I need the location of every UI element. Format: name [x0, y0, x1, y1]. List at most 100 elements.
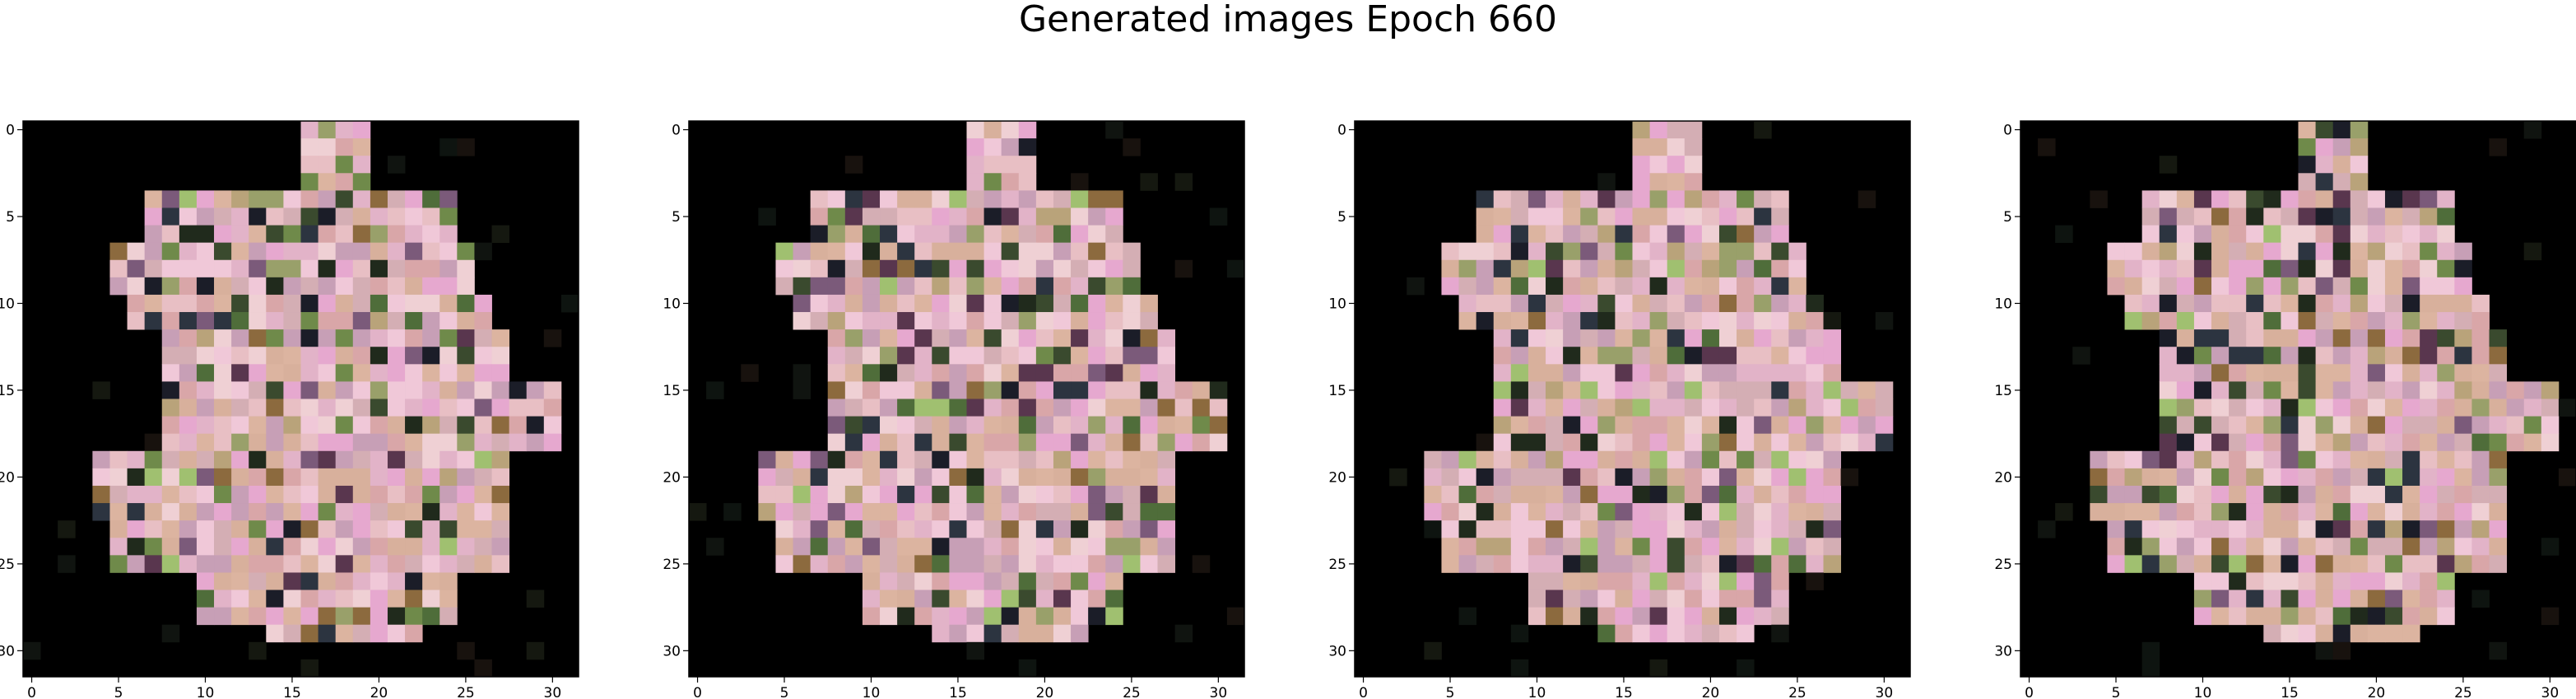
image-pixel [897, 259, 915, 278]
image-pixel [1088, 589, 1106, 608]
image-pixel [196, 485, 215, 504]
image-pixel [1018, 589, 1037, 608]
image-pixel [1018, 398, 1037, 417]
image-pixel [844, 259, 863, 278]
image-pixel [1035, 485, 1054, 504]
image-pixel [1174, 381, 1193, 399]
image-pixel [1071, 242, 1089, 261]
image-pixel [179, 468, 198, 487]
image-pixel [161, 624, 180, 643]
image-pixel [880, 607, 898, 626]
image-pixel [2141, 277, 2160, 296]
image-pixel [862, 294, 881, 313]
image-pixel [1088, 277, 1106, 296]
image-pixel [109, 555, 128, 573]
image-pixel [318, 624, 337, 643]
image-pixel [897, 277, 915, 296]
image-pixel [249, 503, 267, 521]
image-pixel [214, 347, 232, 365]
image-pixel [439, 259, 458, 278]
image-pixel [144, 312, 163, 330]
image-pixel [422, 398, 440, 417]
image-pixel [2420, 607, 2438, 626]
image-pixel [983, 138, 1002, 156]
image-pixel [983, 416, 1002, 435]
image-pixel [283, 312, 301, 330]
image-pixel [932, 312, 950, 330]
image-pixel [1441, 242, 1459, 261]
image-pixel [2141, 190, 2160, 208]
image-pixel [2315, 259, 2334, 278]
image-pixel [2402, 190, 2420, 208]
image-pixel [2402, 450, 2420, 469]
image-pixel [1701, 294, 1720, 313]
image-pixel [827, 538, 846, 556]
image-pixel [2558, 398, 2576, 417]
image-pixel [457, 138, 475, 156]
image-pixel [352, 503, 371, 521]
image-pixel [1088, 416, 1106, 435]
image-pixel [2263, 225, 2281, 244]
image-pixel [932, 468, 950, 487]
image-pixel [2489, 520, 2508, 538]
image-pixel [387, 277, 406, 296]
image-pixel [352, 173, 371, 191]
image-pixel [2471, 503, 2490, 521]
image-pixel [318, 607, 337, 626]
image-pixel [1649, 294, 1668, 313]
image-pixel [249, 207, 267, 226]
image-pixel [1140, 433, 1158, 452]
image-pixel [949, 225, 967, 244]
image-pixel [1035, 433, 1054, 452]
image-pixel [283, 624, 301, 643]
image-pixel [2159, 312, 2178, 330]
image-pixel [352, 589, 371, 608]
image-pixel [2193, 347, 2212, 365]
image-pixel [196, 259, 215, 278]
image-pixel [2402, 312, 2420, 330]
image-pixel [1001, 433, 1020, 452]
image-pixel [1123, 138, 1141, 156]
image-pixel [1510, 207, 1529, 226]
image-pixel [161, 485, 180, 504]
image-pixel [1001, 190, 1020, 208]
image-pixel [1441, 277, 1459, 296]
y-tick-label: 30 [663, 643, 681, 659]
image-pixel [196, 520, 215, 538]
image-pixel [144, 503, 163, 521]
image-pixel [144, 277, 163, 296]
image-pixel [1123, 520, 1141, 538]
image-pixel [2437, 259, 2455, 278]
image-pixel [1053, 207, 1072, 226]
image-pixel [2315, 555, 2334, 573]
image-pixel [1088, 312, 1106, 330]
image-pixel [249, 538, 267, 556]
image-pixel [1192, 416, 1211, 435]
image-pixel [457, 450, 475, 469]
image-pixel [1527, 294, 1546, 313]
image-pixel [370, 347, 388, 365]
image-pixel [2281, 572, 2299, 590]
image-pixel [196, 572, 215, 590]
image-pixel [2541, 416, 2560, 435]
image-pixel [92, 381, 110, 399]
image-pixel [1192, 398, 1211, 417]
image-pixel [844, 207, 863, 226]
image-pixel [1580, 207, 1598, 226]
image-pixel [966, 572, 984, 590]
image-pixel [2384, 207, 2403, 226]
image-pixel [196, 607, 215, 626]
image-pixel [352, 329, 371, 347]
image-pixel [335, 138, 354, 156]
image-pixel [179, 433, 198, 452]
image-pixel [249, 485, 267, 504]
image-pixel [474, 538, 492, 556]
image-pixel [457, 641, 475, 660]
image-pixel [1546, 312, 1564, 330]
image-pixel [1684, 156, 1703, 174]
image-pixel [1001, 520, 1020, 538]
image-pixel [1071, 329, 1089, 347]
image-pixel [775, 503, 793, 521]
image-pixel [474, 503, 492, 521]
image-pixel [2420, 277, 2438, 296]
